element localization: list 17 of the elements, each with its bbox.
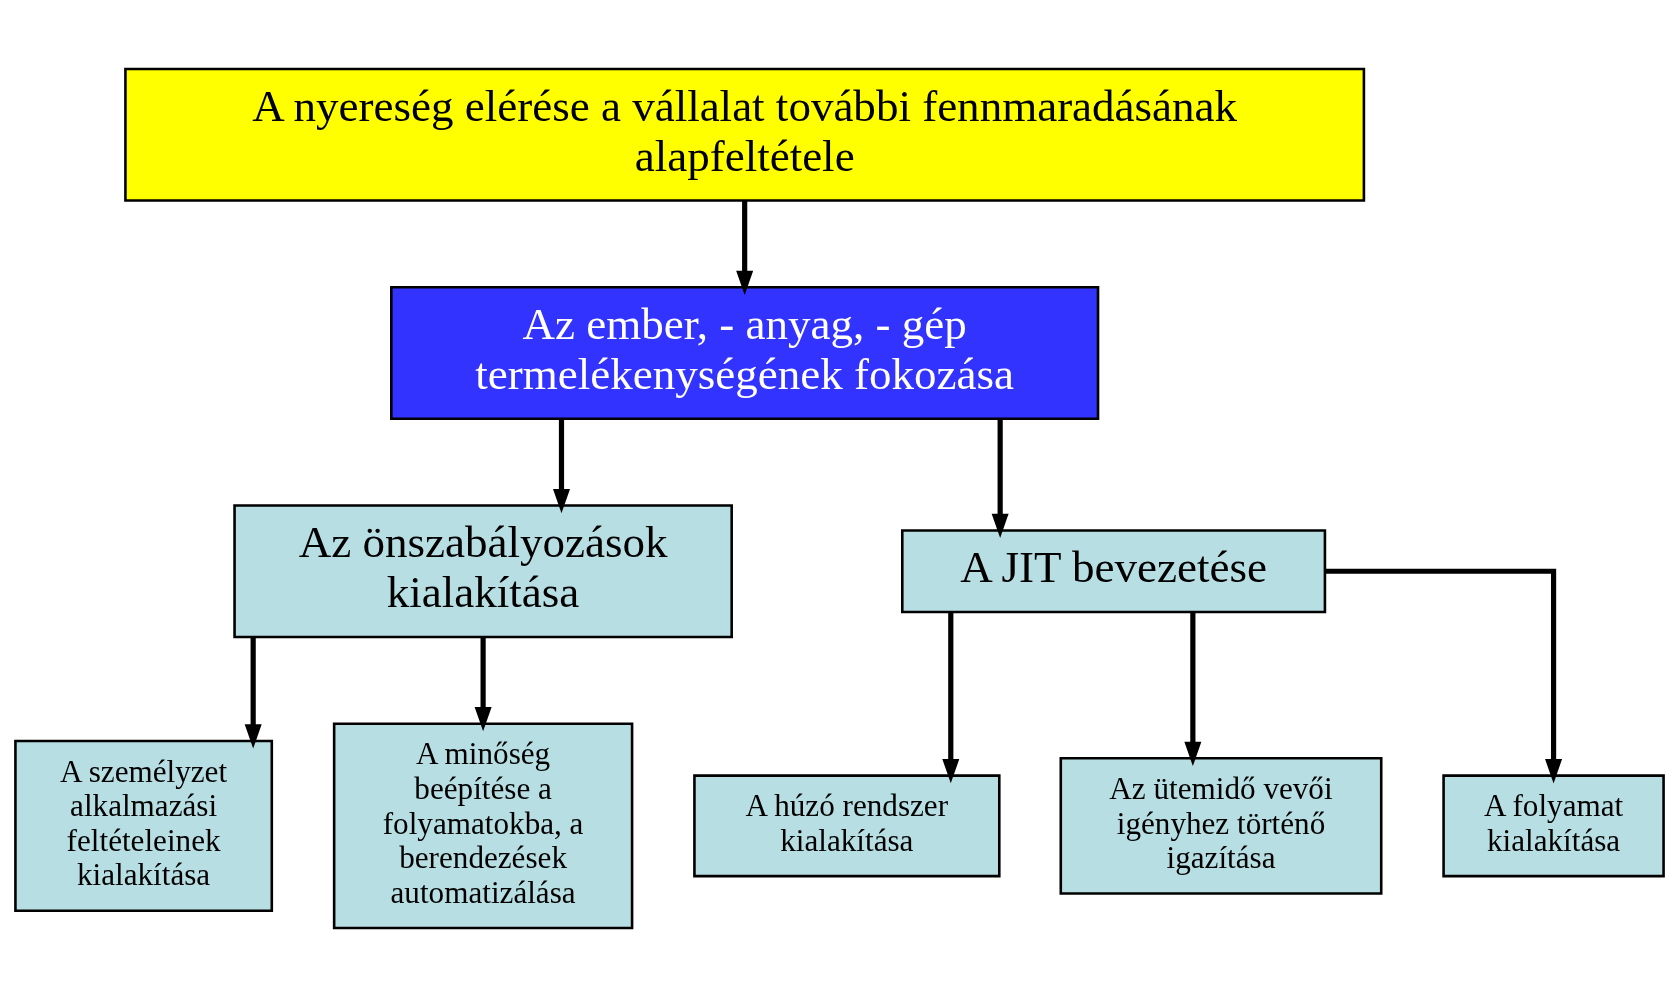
node-box: A minőség beépítése a folyamatokba, a berendezések automatizálása — [332, 722, 634, 930]
node-box: Az önszabályozások kialakítása — [233, 504, 733, 639]
node-box: A húzó rendszer kialakítása — [693, 774, 1001, 878]
node-box: A folyamat kialakítása — [1442, 774, 1665, 878]
node-box: A nyereség elérése a vállalat további fennmaradásának alapfeltétele — [124, 67, 1366, 202]
arrow — [1325, 568, 1563, 784]
arrow — [552, 419, 570, 514]
node-box: A személyzet alkalmazási feltételeinek kialakítása — [14, 739, 274, 913]
arrow — [942, 612, 960, 784]
node-box: A JIT bevezetése — [901, 529, 1327, 614]
arrow — [736, 200, 754, 295]
node-box: Az ember, - anyag, - gép termelékenységének fokozása — [390, 285, 1100, 421]
node-box: Az ütemidő vevői igényhez történő igazítása — [1059, 757, 1383, 895]
arrow — [991, 419, 1009, 538]
arrow — [474, 637, 492, 732]
arrow — [244, 637, 262, 749]
arrow — [1184, 612, 1202, 767]
